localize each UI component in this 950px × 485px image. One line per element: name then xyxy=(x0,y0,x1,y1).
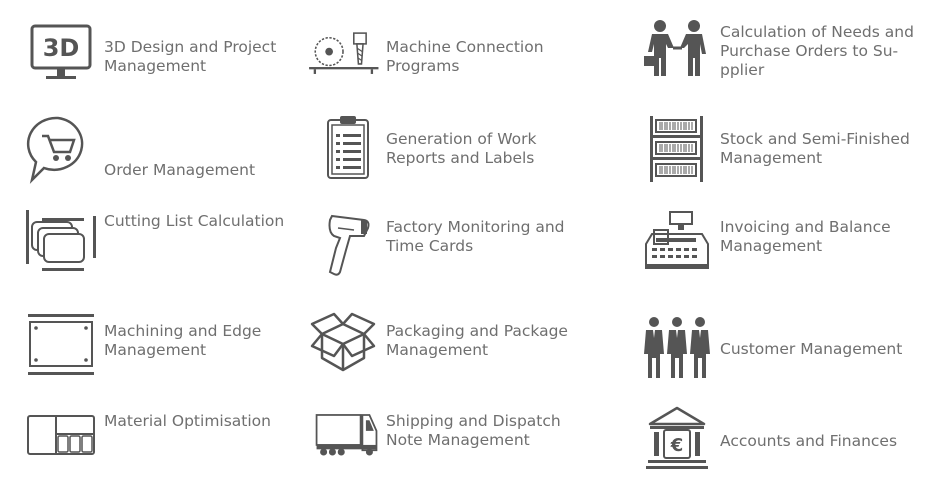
feature-label: Machine Connection Programs xyxy=(386,38,544,75)
panel-layout-icon xyxy=(24,400,98,474)
feature-stock[interactable]: Stock and Semi-Finished Management xyxy=(640,112,910,186)
feature-label: Calculation of Needs and Purchase Orders… xyxy=(720,22,914,79)
feature-customer-management[interactable]: Customer Management xyxy=(640,312,902,386)
feature-label: Material Optimisation xyxy=(104,412,271,430)
edged-panel-icon xyxy=(24,304,98,378)
open-box-icon xyxy=(306,304,380,378)
clipboard-icon xyxy=(306,112,380,186)
feature-3d-design[interactable]: 3D 3D Design and Project Management xyxy=(24,20,276,94)
cash-register-icon xyxy=(640,206,714,280)
feature-label: Packaging and Package Management xyxy=(386,322,568,359)
truck-icon xyxy=(306,400,380,474)
feature-label: Cutting List Calculation xyxy=(104,212,285,230)
feature-accounts[interactable]: € Accounts and Finances xyxy=(640,404,897,478)
bank-euro-icon: € xyxy=(640,404,714,478)
feature-order-management[interactable]: Order Management xyxy=(24,112,255,186)
feature-label: Accounts and Finances xyxy=(720,431,898,450)
feature-label: 3D Design and Project Management xyxy=(104,38,277,75)
handshake-icon xyxy=(640,14,714,88)
saw-drill-icon xyxy=(306,20,380,94)
feature-invoicing[interactable]: Invoicing and Balance Management xyxy=(640,206,891,280)
feature-label: Shipping and Dispatch Note Management xyxy=(386,412,561,449)
feature-label: Generation of Work Reports and Labels xyxy=(386,130,537,167)
feature-label: Factory Monitoring and Time Cards xyxy=(386,218,565,255)
3d-monitor-icon: 3D xyxy=(24,20,98,94)
feature-label: Stock and Semi-Finished Management xyxy=(720,130,910,167)
feature-packaging[interactable]: Packaging and Package Management xyxy=(306,304,568,378)
feature-machining-edge[interactable]: Machining and Edge Management xyxy=(24,304,261,378)
cart-chat-icon xyxy=(24,112,98,186)
svg-text:€: € xyxy=(670,435,684,456)
panels-icon xyxy=(24,200,98,274)
feature-label: Invoicing and Balance Management xyxy=(720,218,891,255)
feature-factory-monitoring[interactable]: Factory Monitoring and Time Cards xyxy=(306,206,565,280)
feature-material-optimisation[interactable]: Material Optimisation xyxy=(24,400,271,474)
warehouse-shelf-icon xyxy=(640,112,714,186)
feature-label: Machining and Edge Management xyxy=(104,322,262,359)
feature-label: Order Management xyxy=(104,161,256,179)
feature-shipping[interactable]: Shipping and Dispatch Note Management xyxy=(306,400,561,474)
feature-machine-connection[interactable]: Machine Connection Programs xyxy=(306,20,544,94)
barcode-scanner-icon xyxy=(306,206,380,280)
feature-label: Customer Management xyxy=(720,339,903,358)
feature-purchase-orders[interactable]: Calculation of Needs and Purchase Orders… xyxy=(640,14,914,88)
svg-text:3D: 3D xyxy=(43,34,80,62)
feature-work-reports[interactable]: Generation of Work Reports and Labels xyxy=(306,112,537,186)
feature-cutting-list[interactable]: Cutting List Calculation xyxy=(24,200,284,274)
people-group-icon xyxy=(640,312,714,386)
